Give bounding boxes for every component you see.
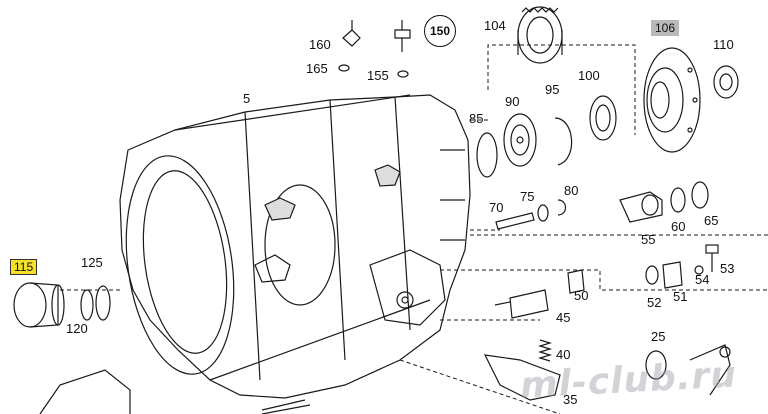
label-52: 52	[647, 295, 662, 310]
part-40-spring	[537, 339, 553, 362]
label-75: 75	[520, 189, 535, 204]
part-35-bracket	[483, 354, 561, 401]
part-25-seal	[645, 350, 667, 380]
part-70-shaft	[495, 212, 535, 230]
part-95-circlip	[554, 117, 573, 166]
part-110-nut	[713, 65, 739, 99]
part-45-actuator	[494, 289, 549, 319]
lower-bolt	[261, 399, 311, 414]
part-75-ring	[537, 204, 549, 222]
part-155-plug	[394, 20, 411, 78]
part-60-ring	[670, 187, 686, 213]
transmission-housing	[119, 94, 471, 399]
label-80: 80	[564, 183, 579, 198]
label-85: 85	[469, 111, 484, 126]
part-80-clip	[557, 199, 567, 216]
label-155: 155	[367, 68, 389, 83]
label-104: 104	[484, 18, 506, 33]
label-65: 65	[704, 213, 719, 228]
part-50-plug	[567, 269, 585, 294]
part-85-ring	[476, 132, 498, 178]
part-106-flange	[643, 47, 701, 153]
part-55-sleeve	[619, 191, 663, 223]
label-95: 95	[545, 82, 560, 97]
label-70: 70	[489, 200, 504, 215]
label-50: 50	[574, 288, 589, 303]
label-120: 120	[66, 321, 88, 336]
label-55: 55	[641, 232, 656, 247]
label-106: 106	[651, 20, 680, 36]
part-54-washer	[694, 265, 704, 275]
part-115-component	[13, 282, 65, 328]
lower-right-linkage	[689, 344, 731, 396]
label-40: 40	[556, 347, 571, 362]
label-53: 53	[720, 261, 735, 276]
part-51-plug	[662, 261, 683, 289]
label-110: 110	[713, 37, 734, 52]
label-25: 25	[651, 329, 666, 344]
label-90: 90	[505, 94, 520, 109]
part-125-ring	[95, 285, 111, 321]
assembly-leader-lines	[60, 44, 768, 414]
label-165: 165	[306, 61, 328, 76]
part-160-valve	[338, 20, 361, 72]
label-60: 60	[671, 219, 686, 234]
part-52-washer	[645, 265, 659, 285]
label-125: 125	[81, 255, 103, 270]
label-100: 100	[578, 68, 600, 83]
part-104-gear	[517, 6, 563, 64]
label-115: 115	[10, 259, 38, 275]
label-54: 54	[695, 272, 710, 287]
lower-cover	[39, 369, 131, 414]
label-45: 45	[556, 310, 571, 325]
label-160: 160	[309, 37, 331, 52]
label-150: 150	[424, 15, 456, 47]
label-5: 5	[243, 91, 251, 106]
part-65-ring	[691, 181, 709, 209]
label-35: 35	[563, 392, 578, 407]
label-51: 51	[673, 289, 688, 304]
part-120-ring	[80, 289, 94, 321]
part-90-bearing	[503, 113, 537, 167]
part-100-seal	[589, 95, 617, 141]
part-53-bolt	[705, 244, 719, 272]
